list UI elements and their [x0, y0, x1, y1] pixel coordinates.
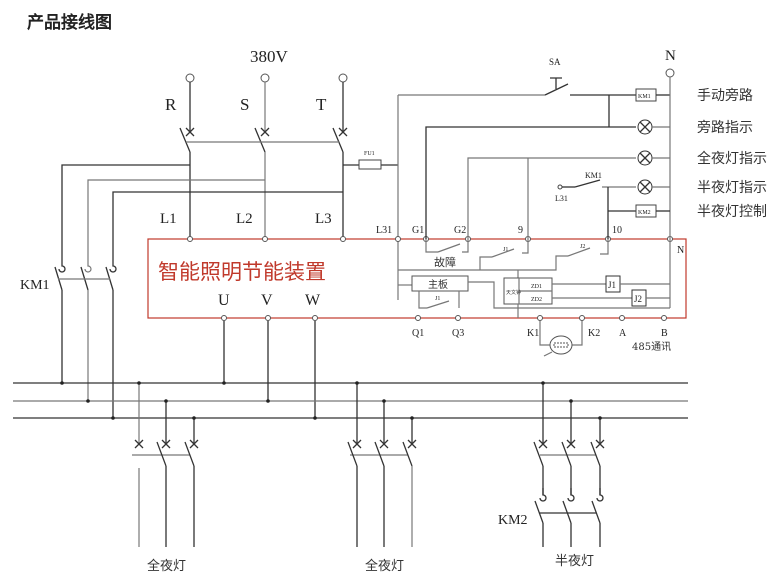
input-label-l2: L2 — [236, 211, 253, 227]
fault-contact-label: 故障 — [434, 255, 456, 269]
terminal-label-a: A — [619, 328, 627, 339]
sa-switch-label: SA — [549, 57, 561, 67]
phase-label-s: S — [240, 95, 249, 114]
svg-text:KM1: KM1 — [585, 171, 602, 180]
terminal-label-n: N — [677, 245, 684, 256]
terminal-l1 — [187, 236, 193, 242]
bypass-indicator-lamp — [637, 119, 653, 135]
light-sensor-icon — [549, 335, 573, 355]
output-label-v: V — [261, 292, 273, 309]
output-label-u: U — [218, 292, 230, 309]
diagram-title: 产品接线图 — [27, 13, 112, 33]
svg-text:L31: L31 — [555, 194, 568, 203]
load-breaker-group-3 — [533, 381, 605, 495]
all-night-indicator-lamp — [637, 150, 653, 166]
phase-label-r: R — [165, 95, 177, 114]
svg-text:ZD2: ZD2 — [531, 297, 542, 303]
terminal-v — [265, 315, 271, 321]
half-night-indicator-lamp — [637, 179, 653, 195]
supply-terminal-s — [260, 73, 270, 133]
load-label-all-night-2: 全夜灯 — [365, 558, 404, 574]
label-bypass-indicator: 旁路指示 — [697, 119, 753, 136]
supply-terminal-t — [338, 73, 348, 133]
svg-text:J2: J2 — [634, 294, 642, 304]
terminal-l2 — [262, 236, 268, 242]
km1-bypass-contactor — [54, 258, 117, 418]
load-breaker-group-1 — [132, 381, 199, 547]
terminal-label-k1: K1 — [527, 328, 539, 339]
terminal-label-q1: Q1 — [412, 328, 424, 339]
input-label-l3: L3 — [315, 211, 332, 227]
supply-terminal-r — [185, 73, 195, 133]
terminal-label-10: 10 — [612, 225, 622, 236]
terminal-label-b: B — [661, 328, 668, 339]
svg-text:KM1: KM1 — [638, 94, 651, 100]
label-half-night-control: 半夜灯控制 — [697, 204, 767, 220]
terminal-label-9: 9 — [518, 225, 523, 236]
terminal-u — [221, 315, 227, 321]
input-label-l1: L1 — [160, 211, 177, 227]
fuse-label: FU1 — [364, 151, 375, 157]
load-label-all-night-1: 全夜灯 — [147, 558, 186, 574]
svg-text:J1: J1 — [608, 280, 616, 290]
km1-aux-contact — [574, 179, 601, 188]
device-name: 智能照明节能装置 — [158, 260, 326, 284]
svg-text:J2: J2 — [580, 244, 585, 250]
output-label-w: W — [305, 292, 321, 309]
label-all-night-indicator: 全夜灯指示 — [697, 150, 767, 167]
phase-label-t: T — [316, 95, 327, 114]
load-label-half-night: 半夜灯 — [555, 554, 594, 569]
load-breaker-group-2 — [347, 381, 417, 547]
terminal-label-g1: G1 — [412, 225, 424, 236]
rs485-label: 485通讯 — [632, 341, 671, 353]
neutral-label: N — [665, 48, 676, 64]
terminal-label-g2: G2 — [454, 225, 466, 236]
terminal-w — [312, 315, 318, 321]
terminal-label-l31: L31 — [376, 225, 392, 236]
km2-contactor — [534, 488, 604, 547]
busbars — [13, 381, 688, 420]
svg-text:J1: J1 — [435, 296, 440, 302]
fuse-fu1 — [358, 159, 382, 170]
main-breaker — [179, 127, 348, 237]
km1-contactor-label: KM1 — [20, 278, 50, 293]
mainboard-label: 主板 — [428, 278, 448, 291]
terminal-label-q3: Q3 — [452, 328, 464, 339]
supply-voltage-label: 380V — [250, 47, 289, 66]
label-manual-bypass: 手动旁路 — [697, 87, 753, 104]
label-half-night-indicator: 半夜灯指示 — [697, 180, 767, 196]
mainboard-box — [411, 275, 469, 292]
astronomical-clock-label: 天文钟 — [506, 289, 521, 296]
km2-contactor-label: KM2 — [498, 513, 528, 528]
terminal-l3 — [340, 236, 346, 242]
svg-text:KM2: KM2 — [638, 210, 651, 216]
sa-switch — [544, 83, 569, 96]
terminal-label-k2: K2 — [588, 328, 600, 339]
svg-text:ZD1: ZD1 — [531, 284, 542, 290]
svg-text:J1: J1 — [503, 247, 508, 253]
